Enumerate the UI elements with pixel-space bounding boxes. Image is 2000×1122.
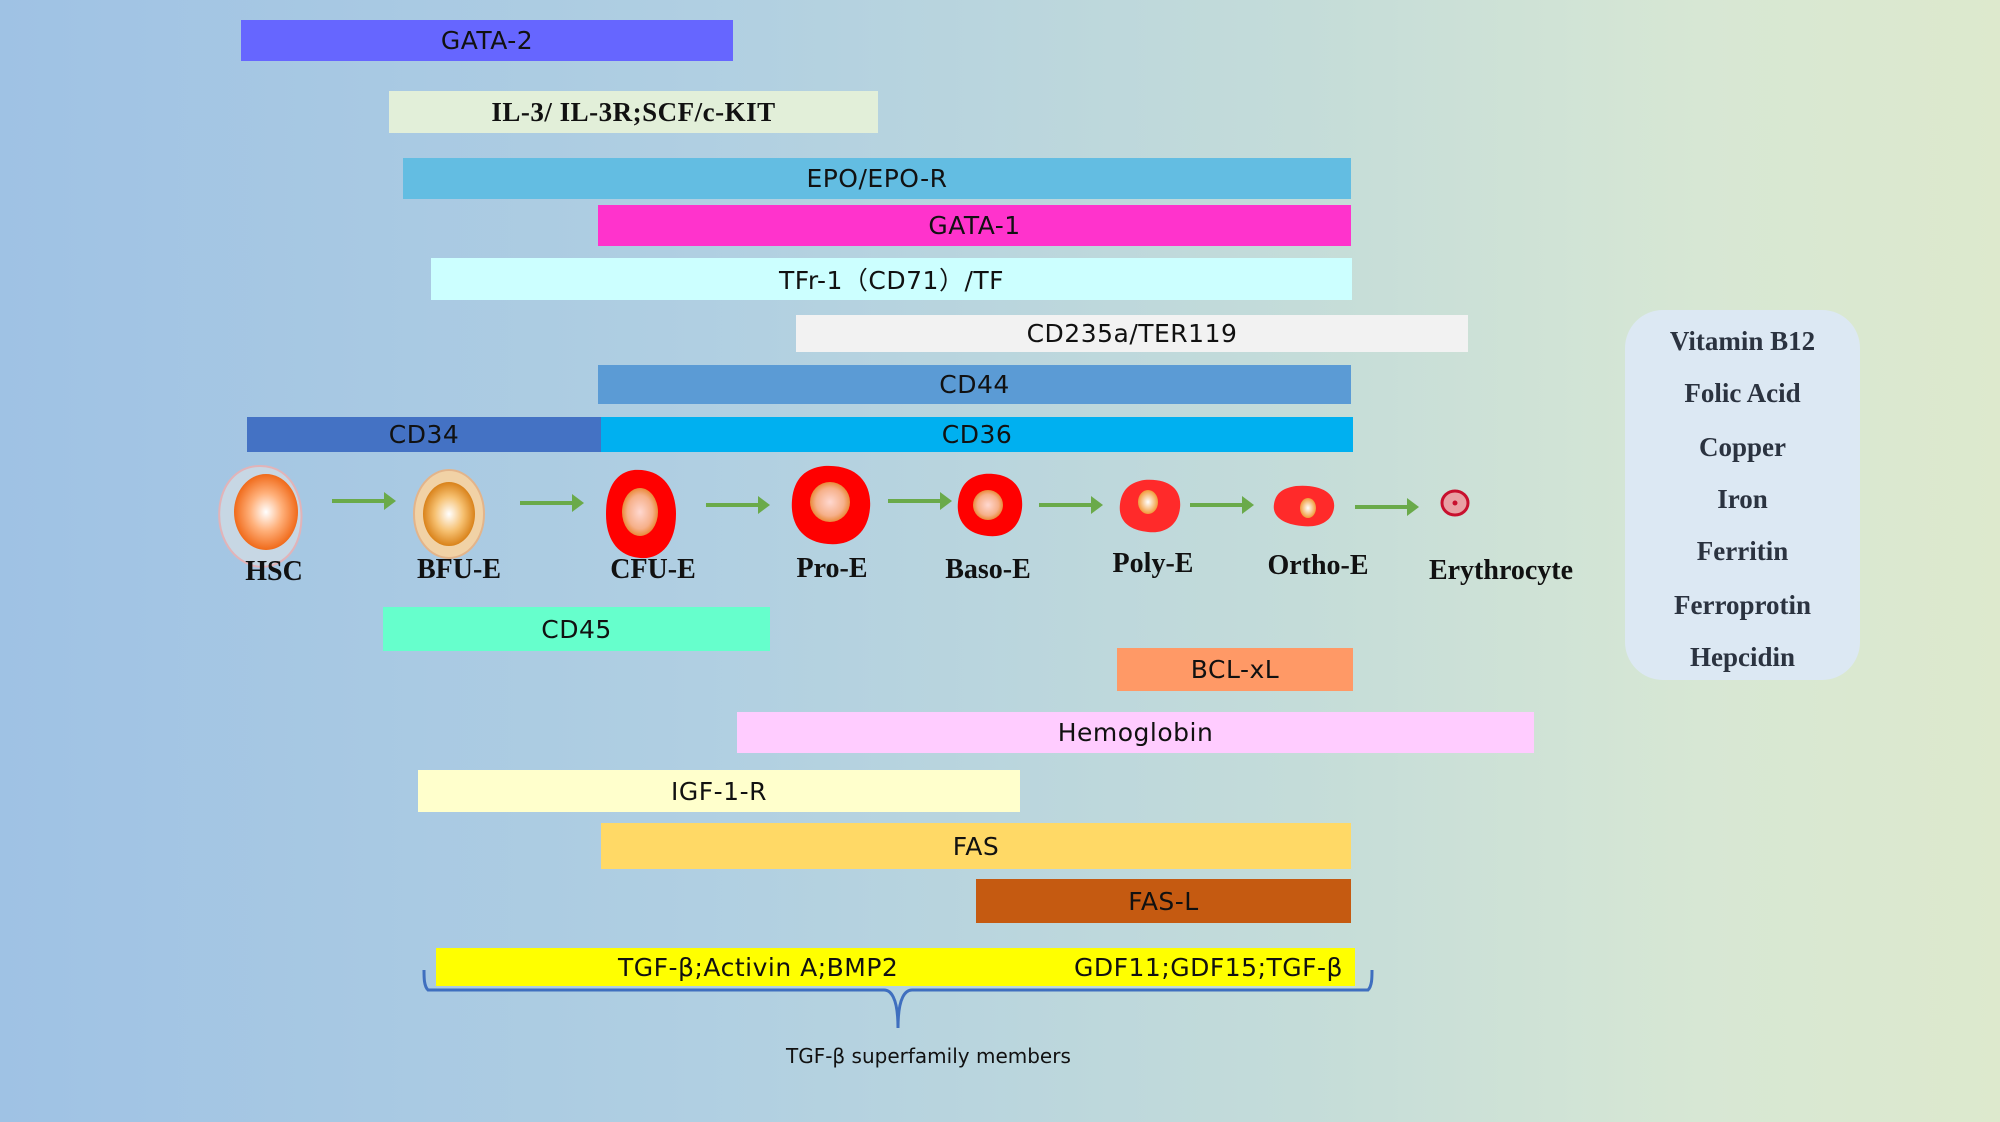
nutrient-item: Iron — [1717, 484, 1768, 514]
bar-bclxl: BCL-xL — [1117, 648, 1353, 691]
nutrient-item: Folic Acid — [1684, 378, 1801, 408]
stage-label-erythrocyte: Erythrocyte — [1428, 555, 1574, 586]
bar-epo-label: EPO/EPO-R — [806, 164, 948, 193]
cell-hsc-icon — [218, 464, 303, 568]
arrow-icon — [1039, 496, 1103, 514]
bar-cd235a-label: CD235a/TER119 — [1026, 319, 1238, 348]
bar-cd34-label: CD34 — [388, 420, 460, 449]
arrow-icon — [1355, 498, 1419, 516]
stage-label-basoe: Baso-E — [945, 554, 1031, 585]
stage-label-bfue: BFU-E — [417, 554, 501, 585]
stage-label-proe: Pro-E — [796, 553, 868, 584]
arrow-icon — [1190, 496, 1254, 514]
bar-cd44-label: CD44 — [939, 370, 1010, 399]
nutrient-item: Copper — [1699, 432, 1786, 462]
bar-epo: EPO/EPO-R — [403, 158, 1351, 199]
bar-fasl: FAS-L — [976, 879, 1351, 923]
bar-tfr1: TFr-1（CD71）/TF — [431, 258, 1352, 300]
bar-bclxl-label: BCL-xL — [1190, 655, 1280, 684]
bar-gata1-label: GATA-1 — [928, 211, 1021, 240]
bar-igf1r-label: IGF-1-R — [671, 776, 767, 806]
cell-erythrocyte-icon — [1440, 489, 1470, 517]
nutrient-item: Hepcidin — [1689, 642, 1796, 672]
bar-hemoglobin: Hemoglobin — [737, 712, 1534, 753]
stage-label-cfue: CFU-E — [610, 554, 696, 585]
stage-label-hsc: HSC — [245, 556, 303, 587]
arrow-icon — [706, 496, 770, 514]
brace-caption: TGF-β superfamily members — [786, 1044, 1071, 1068]
bar-cd45-label: CD45 — [541, 614, 612, 644]
arrow-icon — [520, 494, 584, 512]
stage-label-polye: Poly-E — [1112, 548, 1194, 579]
arrow-icon — [332, 492, 396, 510]
bar-cd45: CD45 — [383, 607, 770, 651]
cell-proe-icon — [791, 465, 871, 545]
bar-cd36-label: CD36 — [941, 420, 1013, 449]
bar-fasl-label: FAS-L — [1128, 886, 1199, 916]
bar-igf1r: IGF-1-R — [418, 770, 1020, 812]
bar-hemoglobin-label: Hemoglobin — [1057, 718, 1214, 747]
bar-cd235a: CD235a/TER119 — [796, 315, 1468, 352]
bar-cd36: CD36 — [601, 417, 1353, 452]
brace-icon — [422, 969, 1374, 1029]
bar-gata1: GATA-1 — [598, 205, 1351, 246]
stage-label-orthoe: Ortho-E — [1267, 550, 1369, 581]
cell-orthoe-icon — [1273, 485, 1335, 527]
bar-tgf-label-left: TGF-β;Activin A;BMP2 — [618, 952, 899, 982]
arrow-icon — [888, 492, 952, 510]
cell-bfue-icon — [413, 469, 485, 559]
cell-basoe-icon — [957, 473, 1023, 537]
bar-tgf-label-right: GDF11;GDF15;TGF-β — [1074, 952, 1343, 982]
bar-gata2: GATA-2 — [241, 20, 733, 61]
bar-tgf: TGF-β;Activin A;BMP2 GDF11;GDF15;TGF-β — [436, 948, 1355, 986]
bar-il3-label: IL-3/ IL-3R;SCF/c-KIT — [491, 96, 776, 127]
cell-cfue-icon — [606, 469, 676, 559]
nutrient-panel: Vitamin B12 Folic Acid Copper Iron Ferri… — [1625, 310, 1860, 680]
bar-fas: FAS — [601, 823, 1351, 869]
bar-fas-label: FAS — [952, 831, 1000, 861]
nutrient-item: Vitamin B12 — [1669, 326, 1816, 356]
nutrient-item: Ferroprotin — [1674, 590, 1811, 620]
bar-cd34: CD34 — [247, 417, 601, 452]
bar-il3: IL-3/ IL-3R;SCF/c-KIT — [389, 91, 878, 133]
nutrient-item: Ferritin — [1696, 536, 1789, 566]
bar-gata2-label: GATA-2 — [440, 26, 534, 55]
cell-polye-icon — [1119, 479, 1181, 533]
bar-cd44: CD44 — [598, 365, 1351, 404]
bar-tfr1-label: TFr-1（CD71）/TF — [778, 266, 1005, 295]
